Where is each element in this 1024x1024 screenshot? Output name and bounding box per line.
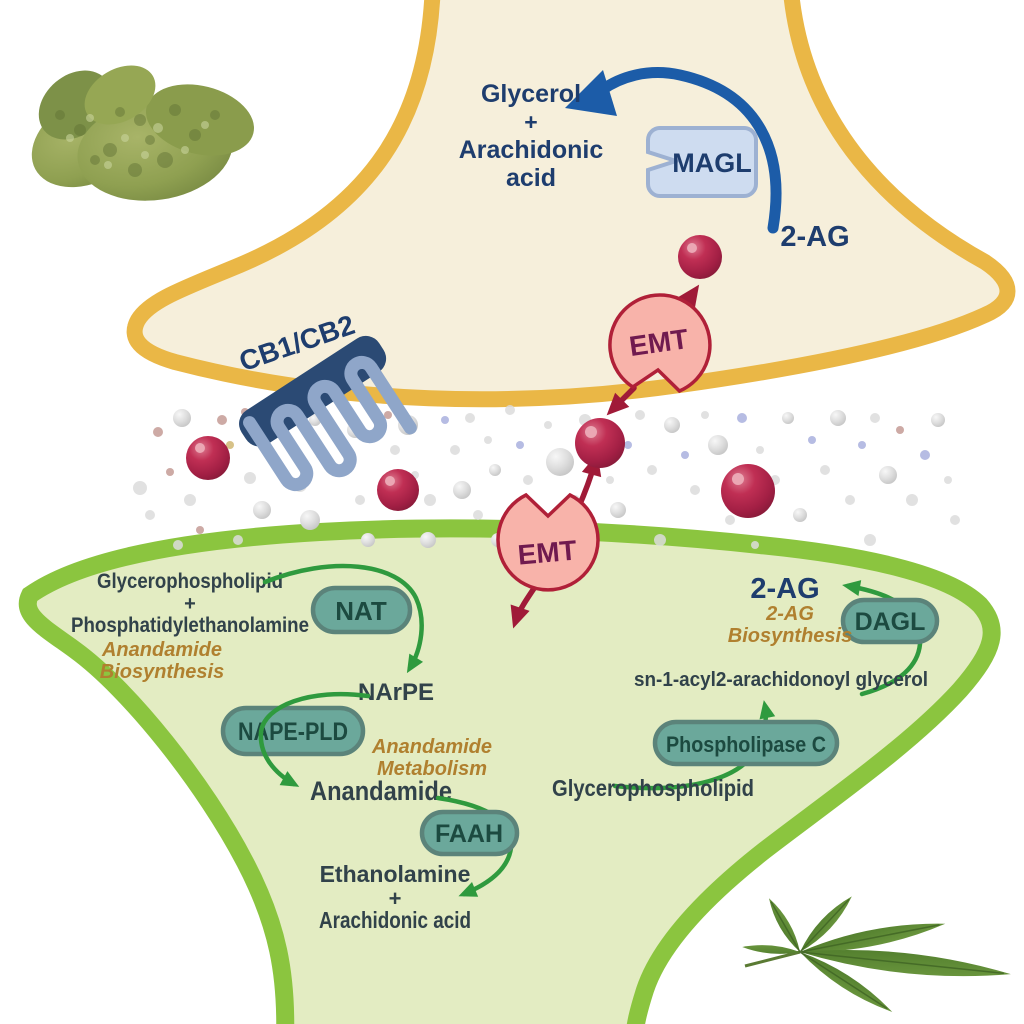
nape-pld-reaction-arrow bbox=[258, 691, 371, 787]
degradation-products-text: Glycerol + Arachidonic acid bbox=[459, 80, 604, 192]
plus-sign: + bbox=[184, 593, 196, 615]
ethanolamine-label: Ethanolamine bbox=[320, 861, 471, 887]
anandamide-biosynthesis-label-2: Biosynthesis bbox=[100, 661, 224, 683]
anandamide-biosynthesis-label-1: Anandamide bbox=[101, 639, 222, 661]
dagl-label: DAGL bbox=[855, 608, 926, 636]
faah-label: FAAH bbox=[435, 820, 503, 848]
emt-transporter-bottom: EMT bbox=[496, 492, 600, 592]
endocannabinoid-molecule bbox=[186, 436, 230, 480]
plus-sign: + bbox=[524, 109, 537, 135]
arachidonic-acid-label: Arachidonic acid bbox=[319, 907, 471, 933]
transport-arrow-down bbox=[606, 385, 637, 416]
cannabis-leaf-image bbox=[742, 896, 1011, 1012]
2ag-biosynthesis-label-1: 2-AG bbox=[765, 603, 814, 625]
glycerophospholipid-bottom-label: Glycerophospholipid bbox=[552, 775, 754, 801]
endocannabinoid-molecule bbox=[721, 464, 775, 518]
endocannabinoid-molecule bbox=[678, 235, 722, 279]
2ag-postsynaptic-label: 2-AG bbox=[750, 573, 819, 605]
glycerophospholipid-label: Glycerophospholipid bbox=[97, 570, 283, 593]
phospholipase-c-enzyme: Phospholipase C bbox=[652, 719, 840, 767]
phosphatidylethanolamine-label: Phosphatidylethanolamine bbox=[71, 614, 309, 637]
anandamide-metabolism-label-1: Anandamide bbox=[371, 736, 492, 758]
anandamide-label: Anandamide bbox=[310, 776, 452, 806]
glycerol-label: Glycerol bbox=[481, 80, 581, 108]
cannabis-buds-image bbox=[31, 65, 254, 201]
anandamide-substrates-text: Glycerophospholipid + Phosphatidylethano… bbox=[71, 570, 309, 683]
endocannabinoid-molecule bbox=[575, 418, 625, 468]
2ag-presynaptic-label: 2-AG bbox=[780, 221, 849, 253]
nape-pld-enzyme: NAPE-PLD bbox=[220, 705, 366, 757]
nat-label: NAT bbox=[335, 596, 387, 626]
magl-recycle-arrowhead bbox=[565, 70, 617, 116]
nat-enzyme: NAT bbox=[310, 585, 413, 635]
narpe-label: NArPE bbox=[358, 679, 434, 706]
plus-sign: + bbox=[389, 886, 402, 911]
magl-label: MAGL bbox=[672, 148, 751, 178]
magl-recycle-arrow bbox=[596, 67, 782, 234]
presynaptic-neuron bbox=[126, 0, 1016, 408]
endocannabinoid-molecule bbox=[377, 469, 419, 511]
magl-enzyme: MAGL bbox=[646, 126, 758, 198]
nat-reaction-arrow bbox=[262, 563, 424, 674]
postsynaptic-neuron bbox=[18, 519, 1001, 1024]
anandamide-metabolism-label-2: Metabolism bbox=[377, 758, 487, 780]
emt-bottom-label: EMT bbox=[516, 535, 578, 571]
2ag-biosynthesis-label-2: Biosynthesis bbox=[728, 625, 852, 647]
emt-transporter-top: EMT bbox=[608, 293, 712, 394]
phospholipase-c-label: Phospholipase C bbox=[666, 732, 826, 757]
nape-pld-label: NAPE-PLD bbox=[238, 718, 348, 746]
faah-enzyme: FAAH bbox=[419, 809, 520, 857]
acid-label: acid bbox=[506, 164, 556, 192]
arachidonic-label: Arachidonic bbox=[459, 136, 604, 164]
anandamide-products-text: Ethanolamine + Arachidonic acid bbox=[319, 861, 471, 933]
dagl-enzyme: DAGL bbox=[840, 597, 940, 645]
sn1-acyl2-arachidonoyl-glycerol-label: sn-1-acyl2-arachidonoyl glycerol bbox=[634, 669, 928, 691]
